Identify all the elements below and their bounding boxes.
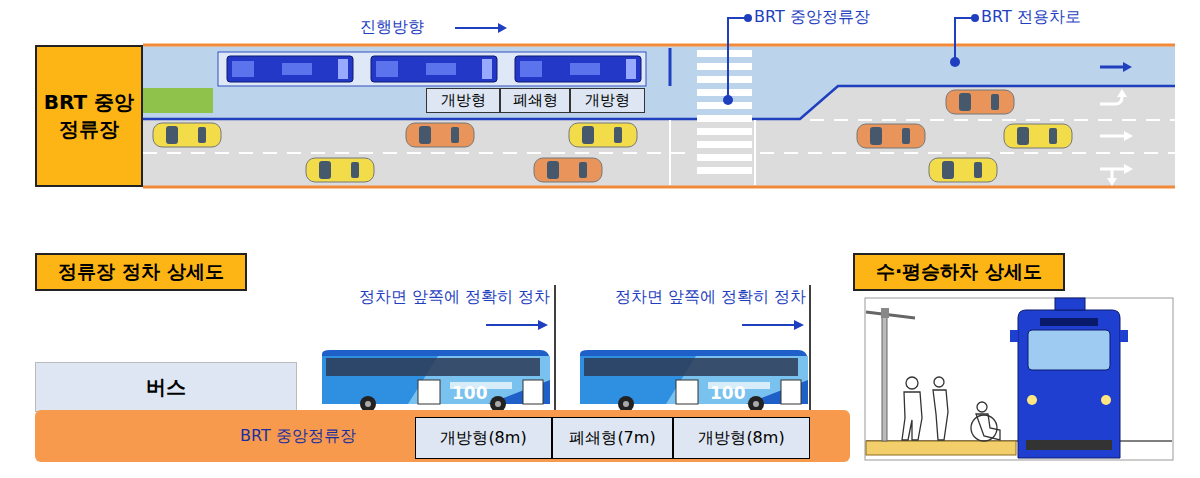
open-type-cell: 개방형 <box>426 88 500 113</box>
node-text: 개방형 <box>585 90 630 110</box>
stop-note: 정차면 앞쪽에 정확히 정차 <box>359 287 550 308</box>
platform-band: BRT 중앙정류장 개방형(8m) 폐쇄형(7m) 개방형(8m) <box>35 410 850 462</box>
node-text: 개방형(8m) <box>698 427 784 449</box>
node-text: 개방형(8m) <box>440 427 526 449</box>
open-type-cell: 개방형 <box>570 88 645 113</box>
bus-lane-box: 버스 <box>35 362 297 412</box>
node-text: 수·평승하차 상세도 <box>876 259 1042 285</box>
node-text: 폐쇄형(7m) <box>569 427 655 449</box>
bus-number: 100 <box>452 383 488 403</box>
node-text: 정류장 정차 상세도 <box>58 259 223 285</box>
bus-number: 100 <box>710 383 746 403</box>
node-text: 버스 <box>146 374 186 401</box>
callout-label: BRT 중앙정류장 <box>754 7 870 28</box>
node-text: BRT 중앙정류장 <box>240 425 356 447</box>
stop-sign-box: BRT 중앙 정류장 <box>35 45 143 187</box>
callout-label: BRT 전용차로 <box>981 7 1081 28</box>
section-title-box: 수·평승하차 상세도 <box>853 253 1065 291</box>
node-text: BRT 중앙 정류장 <box>43 89 135 143</box>
section-title-box: 정류장 정차 상세도 <box>35 253 247 291</box>
open-type-cell: 개방형(8m) <box>415 417 552 459</box>
stop-note: 정차면 앞쪽에 정확히 정차 <box>615 287 806 308</box>
closed-type-cell: 폐쇄형 <box>500 88 570 113</box>
node-text: 폐쇄형 <box>513 90 558 110</box>
open-type-cell: 개방형(8m) <box>673 417 810 459</box>
node-text: 개방형 <box>441 90 486 110</box>
closed-type-cell: 폐쇄형(7m) <box>552 417 673 459</box>
direction-label: 진행방향 <box>360 17 424 38</box>
